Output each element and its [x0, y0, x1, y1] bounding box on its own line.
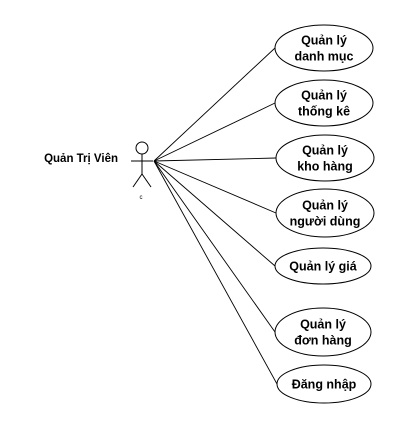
- use-case-label: Quản lý: [302, 199, 348, 213]
- use-case-orders[interactable]: Quản lý đơn hàng: [274, 307, 372, 357]
- association-login: [153, 160, 278, 385]
- use-case-label: Quản lý giá: [289, 260, 356, 274]
- use-case-ellipse[interactable]: [274, 247, 372, 285]
- use-case-warehouse[interactable]: Quản lý kho hàng: [275, 134, 375, 182]
- use-case-login[interactable]: Đăng nhập: [276, 364, 372, 404]
- use-case-label: đơn hàng: [294, 334, 352, 348]
- use-case-price[interactable]: Quản lý giá: [274, 247, 372, 285]
- association-orders: [153, 160, 276, 333]
- use-case-ellipse[interactable]: [274, 79, 374, 127]
- association-lines: [153, 47, 278, 385]
- use-case-ellipse[interactable]: [275, 188, 375, 238]
- actor[interactable]: Quản Trị Viên c: [44, 141, 153, 201]
- association-users: [153, 160, 277, 214]
- use-case-ellipse[interactable]: [276, 364, 372, 404]
- actor-left-leg: [132, 173, 143, 188]
- use-case-ellipse[interactable]: [274, 307, 372, 357]
- use-case-users[interactable]: Quản lý người dùng: [275, 188, 375, 238]
- actor-head: [135, 141, 149, 155]
- use-case-ellipse[interactable]: [275, 134, 375, 182]
- use-case-label: Quản lý: [301, 34, 347, 48]
- association-warehouse: [153, 157, 277, 162]
- use-case-label: Quản lý: [302, 144, 348, 158]
- use-case-ellipse[interactable]: [274, 24, 374, 72]
- actor-tag: c: [140, 195, 143, 201]
- actor-right-leg: [141, 173, 152, 188]
- use-case-category[interactable]: Quản lý danh mục: [274, 24, 374, 72]
- use-case-label: kho hàng: [297, 160, 353, 174]
- use-case-label: danh mục: [294, 50, 353, 64]
- use-case-label: Quản lý: [301, 89, 347, 103]
- use-case-label: Quản lý: [300, 318, 346, 332]
- use-case-label: người dùng: [290, 215, 361, 229]
- association-price: [153, 160, 276, 267]
- association-statistics: [153, 102, 276, 162]
- association-category: [153, 47, 276, 162]
- use-case-label: thống kê: [298, 105, 350, 119]
- use-case-statistics[interactable]: Quản lý thống kê: [274, 79, 374, 127]
- use-case-label: Đăng nhập: [292, 378, 357, 392]
- actor-name: Quản Trị Viên: [44, 153, 118, 165]
